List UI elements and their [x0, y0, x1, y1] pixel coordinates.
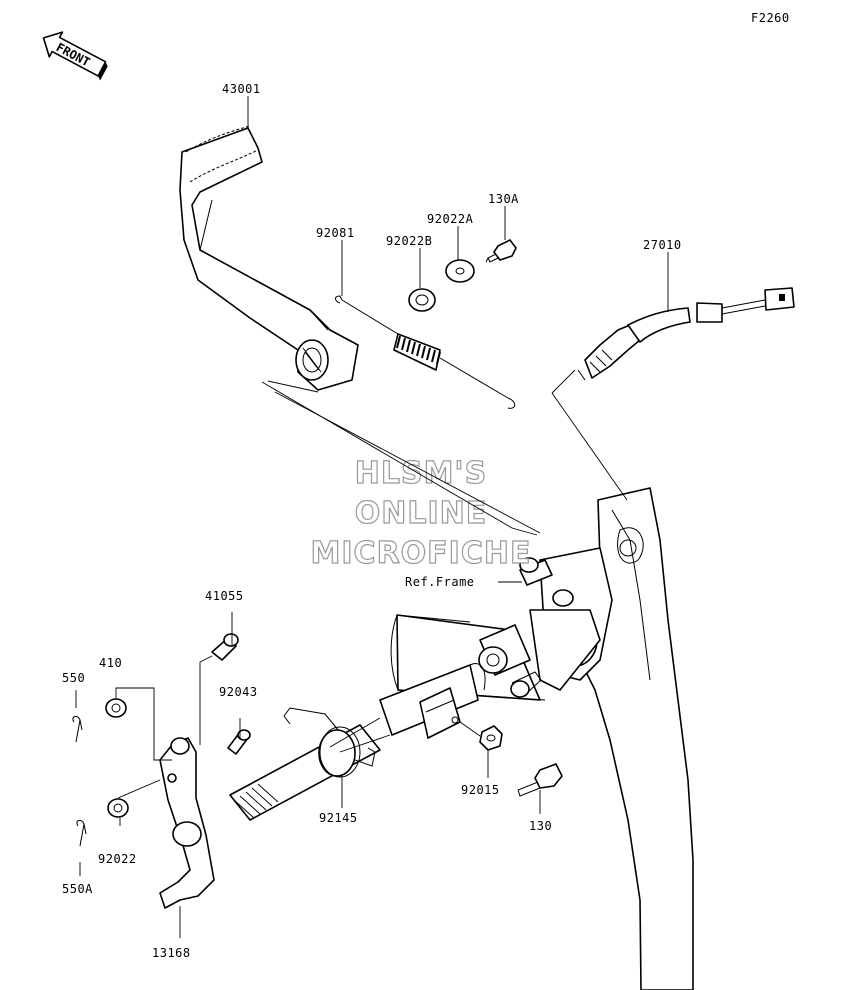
cotter-pin-550 — [72, 715, 83, 743]
pedal-shaft — [329, 663, 486, 753]
bolt-130A — [485, 239, 517, 263]
label-27010: 27010 — [643, 238, 682, 252]
label-92015: 92015 — [461, 783, 500, 797]
washer-92022 — [107, 798, 129, 818]
washer-92022A — [445, 259, 475, 283]
return-spring-92081 — [335, 295, 516, 409]
figure-code: F2260 — [751, 11, 790, 25]
label-92022A: 92022A — [427, 212, 474, 226]
frame-reference — [390, 487, 694, 990]
label-92043: 92043 — [219, 685, 258, 699]
label-92022: 92022 — [98, 852, 137, 866]
clevis-pin-41055 — [211, 633, 239, 661]
label-ref-frame: Ref.Frame — [405, 575, 475, 589]
watermark-line-3: MICROFICHE — [311, 536, 532, 571]
watermark-line-2: ONLINE — [355, 496, 488, 531]
label-550: 550 — [62, 671, 85, 685]
label-130A: 130A — [488, 192, 519, 206]
watermark-line-1: HLSM'S — [355, 456, 487, 491]
brake-switch-27010 — [577, 287, 795, 381]
label-130: 130 — [529, 819, 552, 833]
label-410: 410 — [99, 656, 122, 670]
label-550A: 550A — [62, 882, 93, 896]
label-13168: 13168 — [152, 946, 191, 960]
front-arrow-icon: FRONT — [42, 31, 108, 81]
label-92145: 92145 — [319, 811, 358, 825]
label-92022B: 92022B — [386, 234, 432, 248]
brake-pedal-43001 — [179, 125, 359, 391]
watermark: HLSM'S ONLINE MICROFICHE — [310, 455, 532, 571]
cotter-pin-550A — [76, 819, 87, 847]
washer-92022B — [408, 288, 436, 312]
torsion-spring-92145 — [283, 707, 376, 778]
nut-92015 — [479, 725, 503, 751]
label-92081: 92081 — [316, 226, 355, 240]
washer-410 — [105, 698, 127, 718]
label-43001: 43001 — [222, 82, 261, 96]
bolt-130 — [517, 763, 563, 797]
label-41055: 41055 — [205, 589, 244, 603]
pin-92043 — [227, 729, 251, 755]
